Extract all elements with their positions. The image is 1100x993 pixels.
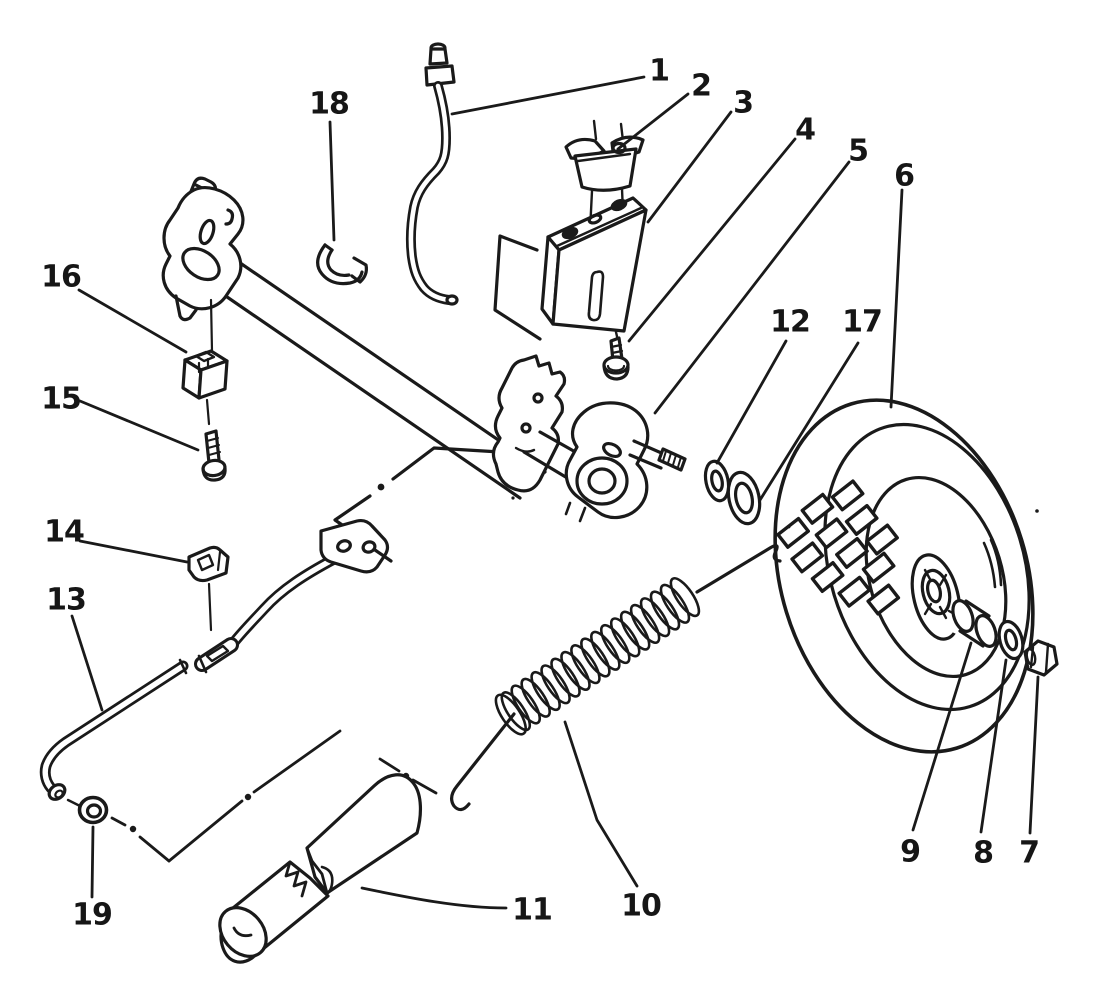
leader-lines — [70, 75, 1040, 910]
part-mount-block — [181, 298, 229, 426]
leader-line-19 — [90, 825, 95, 899]
part-torsion-tube — [212, 254, 547, 500]
callout-label-14: 14 — [44, 515, 84, 550]
part-screw-lower — [201, 429, 227, 482]
leader-line-6 — [889, 188, 904, 409]
part-spring — [450, 544, 782, 812]
part-wheel — [773, 398, 1035, 754]
callout-label-19: 19 — [72, 898, 112, 933]
leader-line-1 — [450, 75, 646, 116]
callout-label-15: 15 — [41, 382, 81, 417]
callout-label-11: 11 — [512, 893, 552, 928]
callout-label-2: 2 — [691, 69, 711, 104]
callout-label-16: 16 — [41, 260, 81, 295]
part-spacer-bushing — [947, 599, 998, 648]
leader-line-14 — [78, 539, 189, 564]
callout-label-4: 4 — [795, 113, 815, 148]
part-clip-small — [187, 545, 230, 632]
callout-label-5: 5 — [848, 134, 868, 169]
callout-label-3: 3 — [733, 86, 753, 121]
leader-line-4 — [627, 137, 797, 343]
leader-line-3 — [646, 110, 733, 224]
callout-label-9: 9 — [900, 835, 920, 870]
leader-line-9 — [911, 641, 973, 832]
callout-label-8: 8 — [973, 836, 993, 871]
leader-line-7 — [1028, 675, 1040, 835]
wheel-tread-pattern — [776, 479, 901, 616]
part-screw-upper — [602, 336, 630, 381]
leader-line-12 — [715, 339, 788, 465]
leader-line-17 — [758, 341, 860, 502]
callout-label-12: 12 — [770, 305, 810, 340]
specks — [511, 496, 1039, 529]
leader-line-10 — [563, 720, 639, 888]
callout-label-7: 7 — [1019, 836, 1039, 871]
part-bracket-cover — [540, 196, 648, 343]
leader-line-13 — [70, 614, 104, 712]
part-grommet — [66, 795, 109, 825]
part-lock-nut — [1023, 639, 1059, 677]
callout-label-17: 17 — [842, 305, 882, 340]
part-spring-clip — [316, 243, 368, 286]
part-washer-large — [726, 470, 762, 526]
callout-label-6: 6 — [894, 159, 914, 194]
leader-line-5 — [653, 160, 851, 415]
callout-label-1: 1 — [649, 54, 669, 89]
callout-label-10: 10 — [621, 889, 661, 924]
part-flat-washer-outer — [997, 619, 1025, 661]
leader-line-18 — [328, 120, 336, 242]
leader-line-16 — [77, 288, 188, 354]
leader-line-8 — [979, 658, 1008, 834]
callout-label-18: 18 — [309, 87, 349, 122]
leader-line-11 — [360, 886, 508, 910]
part-wing-nut — [564, 119, 645, 238]
part-washer-small — [703, 459, 731, 503]
part-pivot-bracket-assembly — [491, 354, 687, 523]
part-lever-rod — [39, 518, 393, 801]
leader-line-15 — [78, 399, 200, 452]
callout-label-13: 13 — [46, 583, 86, 618]
part-pivot-flange — [161, 176, 245, 322]
part-cable — [405, 42, 459, 306]
part-roller-sleeve — [218, 773, 422, 964]
leader-line-2 — [616, 92, 690, 151]
